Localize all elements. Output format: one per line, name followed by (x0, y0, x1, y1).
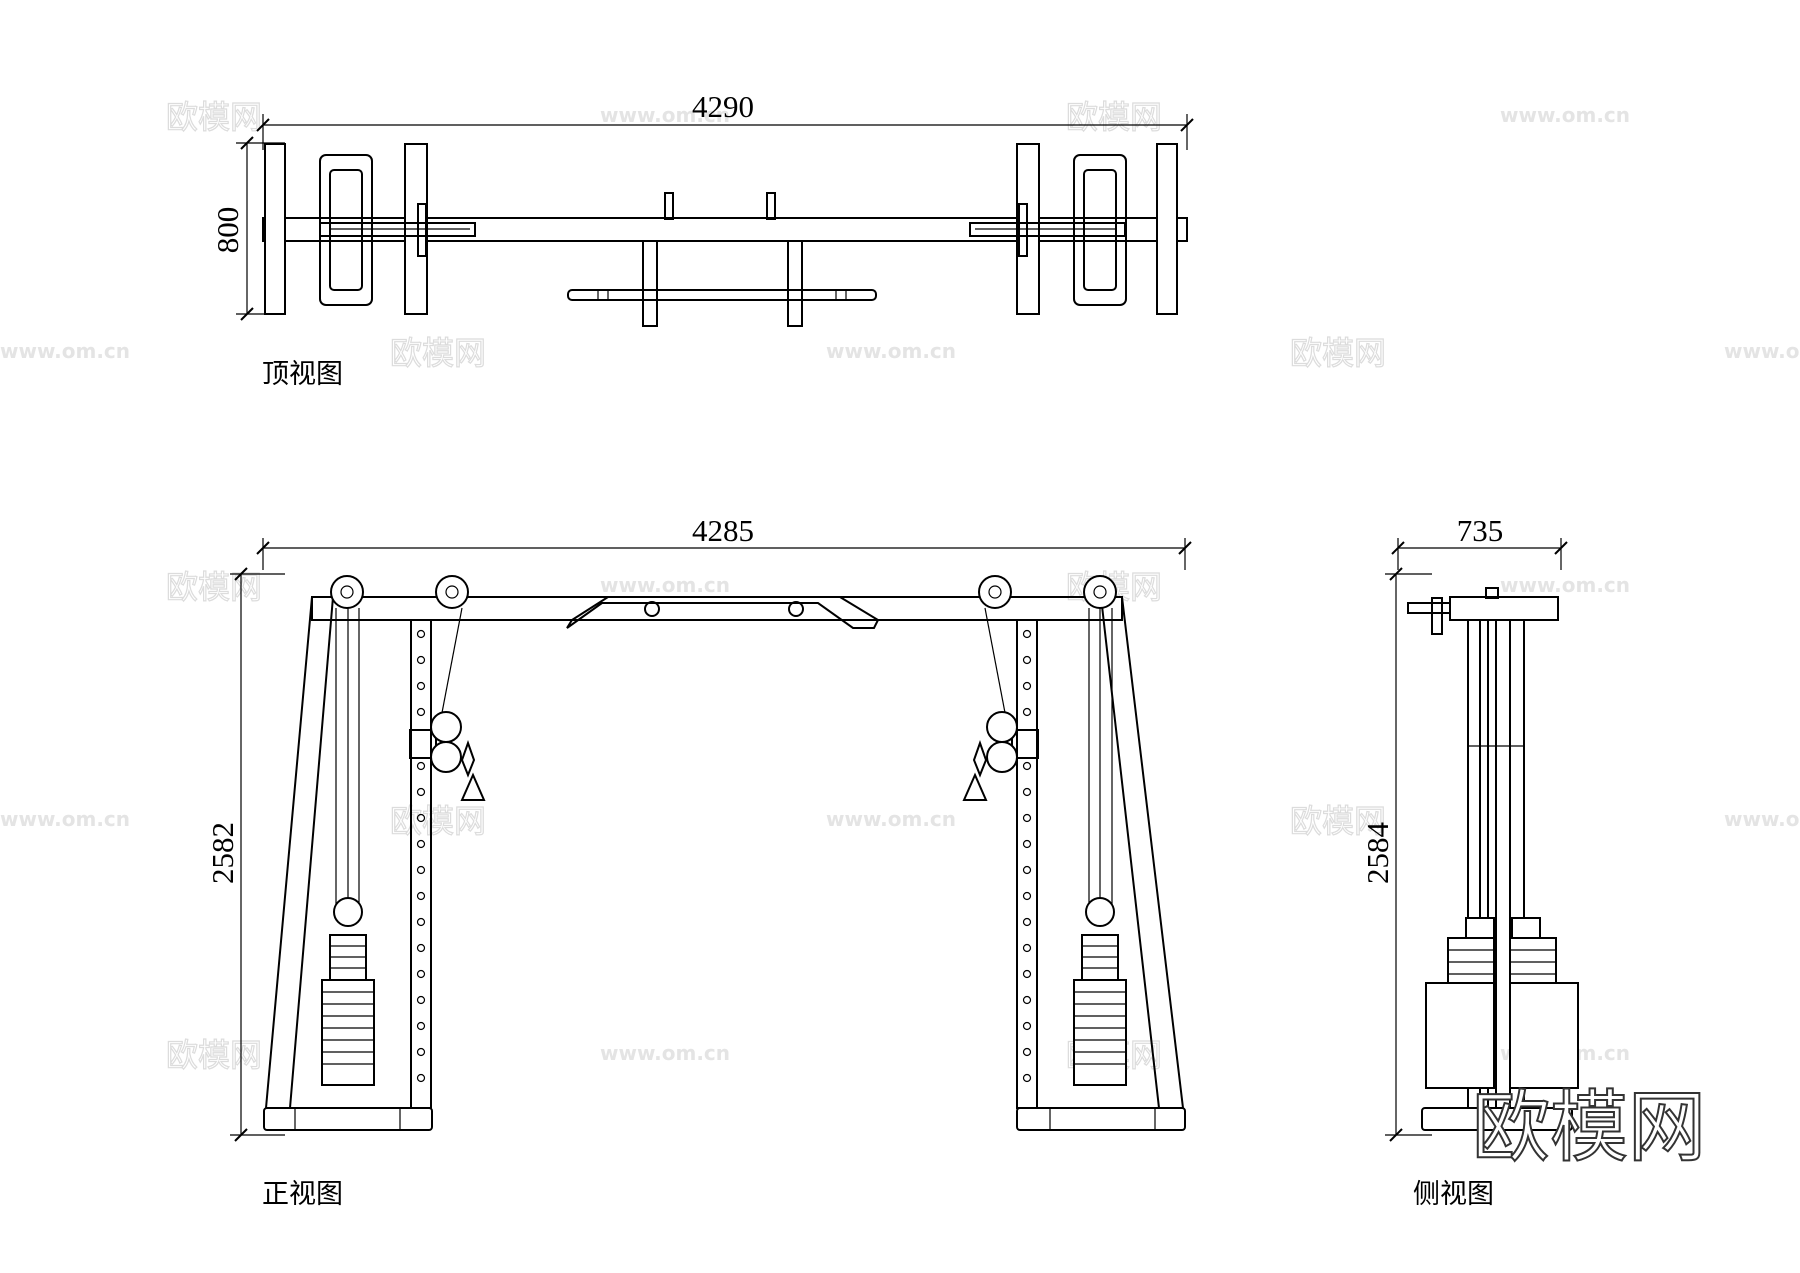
plate-lines (322, 945, 1126, 1065)
side-width-dimension: 735 (1457, 513, 1504, 548)
watermark-url: www.om.cn (1500, 573, 1630, 597)
top-depth-dimension: 800 (210, 207, 245, 254)
side-plate-lines (1448, 949, 1556, 975)
front-view: 4285 2582 (205, 513, 1192, 1210)
watermark-brand: 欧模网 (166, 98, 262, 136)
top-width-dimension: 4290 (692, 89, 754, 124)
watermark-brand: 欧模网 (390, 334, 486, 372)
side-height-dimension: 2584 (1360, 822, 1395, 885)
watermark-url: www.om.cn (600, 1041, 730, 1065)
watermark-brand: 欧模网 (1290, 802, 1386, 840)
top-view: 4290 800 顶视图 (210, 89, 1194, 390)
watermark-url: www.om.cn (600, 573, 730, 597)
watermark-url: www.om.cn (0, 807, 130, 831)
watermark-url: www.om.cn (1500, 103, 1630, 127)
side-view-label: 侧视图 (1413, 1179, 1494, 1210)
front-view-label: 正视图 (262, 1179, 343, 1210)
watermark-url: www.om.cn (1724, 339, 1800, 363)
side-view: 735 2584 侧视图 (1360, 513, 1579, 1210)
watermark-logo: 欧模网 (1472, 1083, 1706, 1173)
watermark-url: www.om.cn (826, 807, 956, 831)
watermark-url: www.om.cn (600, 103, 730, 127)
watermark-brand: 欧模网 (390, 802, 486, 840)
front-width-dimension: 4285 (692, 513, 754, 548)
watermark-brand: 欧模网 (166, 1036, 262, 1074)
watermark-url: www.om.cn (826, 339, 956, 363)
watermark-brand: 欧模网 (1066, 98, 1162, 136)
watermark-url: www.om.cn (1724, 807, 1800, 831)
top-view-label: 顶视图 (262, 359, 343, 390)
upright-holes (416, 629, 1032, 1083)
front-height-dimension: 2582 (205, 822, 240, 884)
watermark-brand: 欧模网 (1290, 334, 1386, 372)
watermark-url: www.om.cn (0, 339, 130, 363)
